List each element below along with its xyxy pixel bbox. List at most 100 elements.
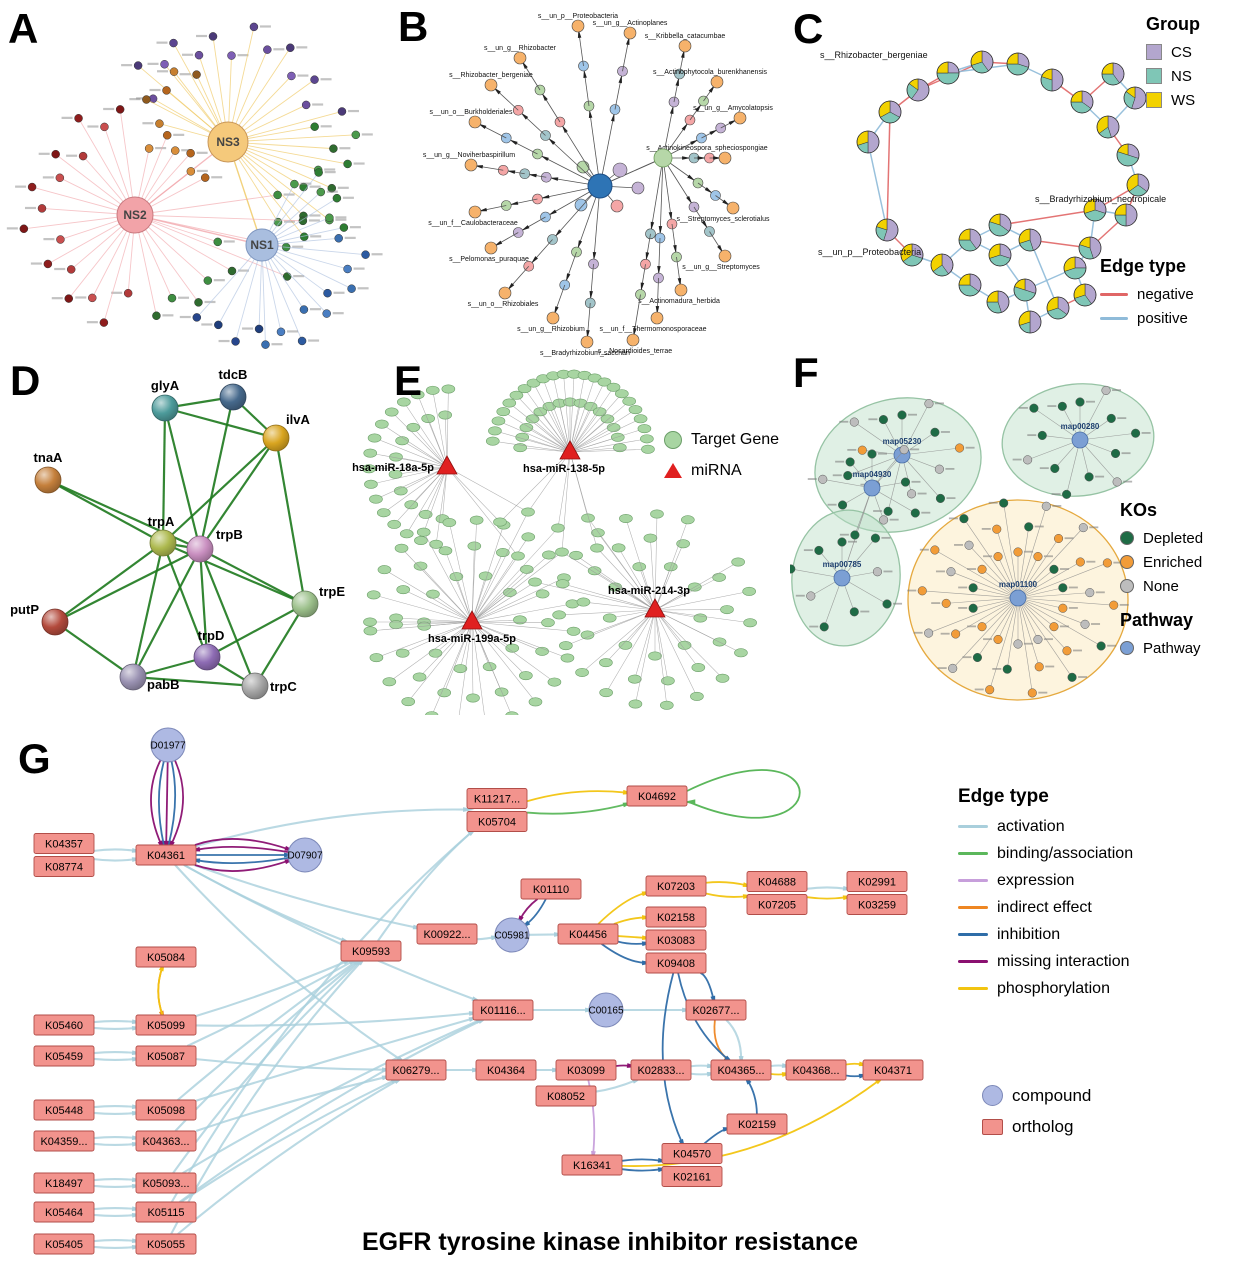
arrowhead xyxy=(561,125,568,134)
edge xyxy=(449,522,473,623)
edge xyxy=(561,551,656,611)
taxon-label-smudge xyxy=(179,73,191,76)
ko-label-smudge xyxy=(945,467,955,470)
target-gene-node xyxy=(363,617,377,627)
edge xyxy=(431,621,473,715)
ko-label-smudge xyxy=(1078,676,1088,678)
pathway-label: Pathway xyxy=(1143,639,1201,657)
target-gene-node xyxy=(743,618,757,628)
edge xyxy=(1017,562,1108,599)
edge xyxy=(887,454,903,512)
enriched-label: Enriched xyxy=(1143,553,1203,571)
edge-act xyxy=(180,1079,396,1203)
ko-label-smudge xyxy=(1018,406,1028,409)
edge xyxy=(376,621,473,658)
arrowhead xyxy=(554,229,562,237)
edge xyxy=(471,621,568,659)
ko-node xyxy=(993,552,1003,562)
target-gene-node xyxy=(528,697,543,707)
taxon-label-smudge xyxy=(142,122,154,125)
satellite-node xyxy=(51,149,60,159)
compound-label: D01977 xyxy=(150,741,185,752)
ko-node xyxy=(993,634,1003,644)
edge-phos xyxy=(597,892,647,925)
ortholog-node xyxy=(33,1099,95,1121)
pathway-label: map00280 xyxy=(1061,422,1100,431)
edge xyxy=(928,597,1019,634)
activation-label: activation xyxy=(997,817,1065,835)
ko-label-smudge xyxy=(883,570,893,573)
edge xyxy=(654,609,742,654)
edge xyxy=(375,466,448,500)
pie-node xyxy=(936,61,960,85)
pie-node xyxy=(878,100,902,124)
edge xyxy=(950,571,1019,599)
ko-node xyxy=(1058,603,1068,613)
taxon-label-smudge xyxy=(155,146,167,150)
ko-label-smudge xyxy=(1089,526,1099,529)
edge-inh xyxy=(167,761,177,846)
target-gene-node xyxy=(426,589,440,599)
edge xyxy=(1066,439,1081,495)
ortholog-label: K03259 xyxy=(858,900,896,912)
target-gene-node xyxy=(519,423,534,433)
edge xyxy=(162,437,277,544)
ortholog-label: K05098 xyxy=(147,1105,185,1117)
taxon-label-smudge xyxy=(15,185,27,188)
target-gene-node xyxy=(425,385,440,395)
edge-phos xyxy=(705,881,748,887)
ko-node xyxy=(837,537,847,547)
target-gene-node xyxy=(551,523,565,533)
ortholog-label: K06279... xyxy=(392,1065,439,1077)
edge xyxy=(471,621,512,715)
edge xyxy=(445,550,473,623)
ko-node xyxy=(1033,552,1043,562)
gene-node-glyA xyxy=(151,394,179,422)
edge xyxy=(654,577,720,611)
ko-node xyxy=(1131,428,1141,438)
legend-item-pathway: Pathway xyxy=(1120,636,1203,660)
panel-g-network: K04357K08774K04361K11217...K05704K04692K… xyxy=(33,727,924,1255)
ko-label-smudge xyxy=(1039,467,1049,470)
ortholog-node xyxy=(626,785,688,807)
target-gene-node xyxy=(404,500,419,510)
taxon-leaf-node xyxy=(484,241,498,255)
legend-item-ortholog: ortholog xyxy=(982,1111,1091,1142)
edge-inh xyxy=(158,761,165,846)
arrowhead xyxy=(686,195,693,204)
legend-item-ws: WS xyxy=(1146,88,1200,112)
ko-node xyxy=(1013,639,1023,649)
target-gene-node xyxy=(362,464,376,474)
edge-phos xyxy=(613,916,647,925)
edge-pos xyxy=(867,141,888,231)
inner-node xyxy=(610,199,624,213)
edge xyxy=(634,609,656,680)
pathway-swatch xyxy=(1120,641,1134,655)
ko-label-smudge xyxy=(910,448,920,451)
target-gene-node xyxy=(676,539,690,549)
activation-swatch xyxy=(958,825,988,828)
taxon-leaf-node xyxy=(571,19,585,33)
edge-act xyxy=(806,886,848,890)
target-gene-node xyxy=(611,543,626,553)
gene-node-trpB xyxy=(186,535,214,563)
edge xyxy=(1017,527,1084,599)
taxon-label-smudge xyxy=(204,300,216,304)
ortholog-label: K03099 xyxy=(567,1065,605,1077)
edge-inh xyxy=(601,943,647,964)
ko-node xyxy=(814,545,824,555)
ko-node xyxy=(1013,547,1023,557)
taxon-label-smudge xyxy=(196,151,208,154)
phosphorylation-swatch xyxy=(958,987,988,990)
gene-label: pabB xyxy=(147,677,180,692)
target-gene-node xyxy=(377,565,392,575)
ko-label-smudge xyxy=(1072,649,1082,652)
edge xyxy=(841,577,888,605)
target-gene-node xyxy=(742,586,756,596)
target-gene-node xyxy=(599,688,613,698)
edge-act xyxy=(195,1058,387,1071)
ko-node xyxy=(934,464,944,474)
legend-item-none: None xyxy=(1120,574,1203,598)
edge xyxy=(471,621,543,652)
edge-miss xyxy=(194,859,290,872)
